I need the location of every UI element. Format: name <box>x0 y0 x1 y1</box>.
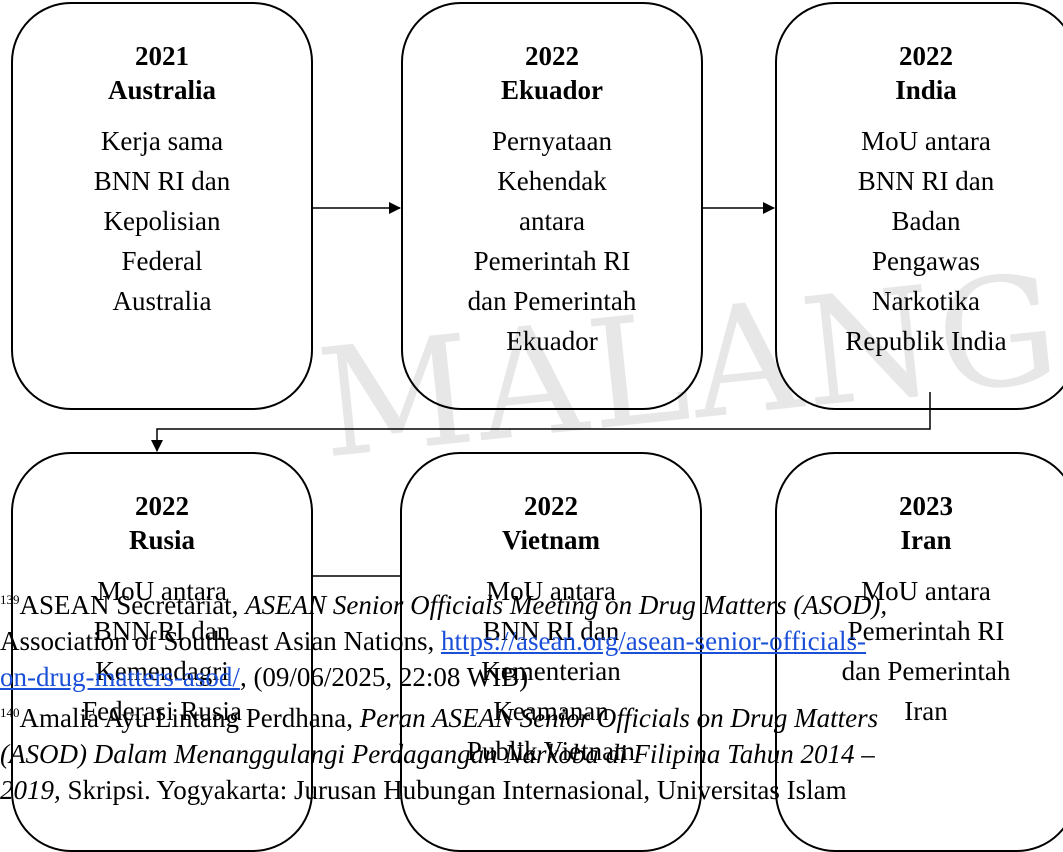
box-description: Pernyataan Kehendak antara Pemerintah RI… <box>403 121 701 361</box>
desc-line: BNN RI dan <box>93 616 231 646</box>
footnote-139: 139ASEAN Secretariat, ASEAN Senior Offic… <box>0 582 1063 623</box>
footnote-link-continued[interactable]: on-drug-matters-asod/ <box>0 662 240 692</box>
footnotes: 139ASEAN Secretariat, ASEAN Senior Offic… <box>0 582 1063 808</box>
footnote-title-end: 2019, <box>0 775 61 805</box>
desc-line: Badan <box>891 206 961 236</box>
box-2022-rusia: 2022 Rusia MoU antara BNN RI dan Kemenda… <box>11 452 313 852</box>
footnote-number: 140 <box>0 705 20 720</box>
footnote-139-line2: Association of Southeast Asian Nations, … <box>0 623 1063 659</box>
desc-line: Kemendagri <box>95 656 229 686</box>
box-description: MoU antara BNN RI dan Kemendagri Federas… <box>13 571 311 731</box>
footnote-140-line2: (ASOD) Dalam Menanggulangi Perdagangan N… <box>0 736 1063 772</box>
desc-line: Publik Vietnam <box>466 736 636 766</box>
box-description: Kerja sama BNN RI dan Kepolisian Federal… <box>13 121 311 321</box>
desc-line: Federal <box>121 246 203 276</box>
desc-line: Australia <box>112 286 212 316</box>
box-year: 2022 <box>524 491 578 521</box>
desc-line: Kehendak <box>497 166 607 196</box>
desc-line: Iran <box>904 696 948 726</box>
desc-line: Republik India <box>845 326 1007 356</box>
desc-line: antara <box>519 206 585 236</box>
box-year: 2022 <box>135 491 189 521</box>
box-description: MoU antara BNN RI dan Badan Pengawas Nar… <box>777 121 1063 361</box>
footnote-139-line3: on-drug-matters-asod/, (09/06/2025, 22:0… <box>0 659 1063 695</box>
desc-line: Pemerintah RI <box>473 246 631 276</box>
footnote-link[interactable]: https://asean.org/asean-senior-officials… <box>440 626 867 656</box>
footnote-author: ASEAN Secretariat, <box>19 590 246 620</box>
desc-line: Kementerian <box>481 656 621 686</box>
desc-line: dan Pemerintah <box>467 286 637 316</box>
desc-line: Kerja sama <box>100 126 224 156</box>
desc-line: MoU antara <box>861 576 991 606</box>
box-2022-vietnam: 2022 Vietnam MoU antara BNN RI dan Kemen… <box>400 452 702 852</box>
desc-line: dan Pemerintah <box>841 656 1011 686</box>
footnote-number: 139 <box>0 592 20 607</box>
desc-line: Pernyataan <box>492 126 612 156</box>
box-country: Australia <box>108 75 216 105</box>
desc-line: MoU antara <box>861 126 991 156</box>
desc-line: MoU antara <box>97 576 227 606</box>
desc-line: MoU antara <box>486 576 616 606</box>
box-year: 2022 <box>525 41 579 71</box>
desc-line: Federasi Rusia <box>82 696 242 726</box>
footnote-title: Peran ASEAN Senior Officials on Drug Mat… <box>359 703 879 733</box>
box-year: 2022 <box>899 41 953 71</box>
box-country: Iran <box>900 525 952 555</box>
footnote-title-continued: (ASOD) Dalam Menanggulangi Perdagangan N… <box>0 739 875 769</box>
footnote-140: 140Amalia Ayu Lintang Perdhana, Peran AS… <box>0 695 1063 736</box>
box-description: MoU antara BNN RI dan Kementerian Keaman… <box>402 571 700 771</box>
box-2021-australia: 2021 Australia Kerja sama BNN RI dan Kep… <box>11 2 313 410</box>
desc-line: Ekuador <box>506 326 598 356</box>
footnote-publisher: Association of Southeast Asian Nations, <box>0 626 441 656</box>
box-year: 2023 <box>899 491 953 521</box>
desc-line: Keamanan <box>493 696 609 726</box>
box-2022-ekuador: 2022 Ekuador Pernyataan Kehendak antara … <box>401 2 703 410</box>
box-description: MoU antara Pemerintah RI dan Pemerintah … <box>777 571 1063 731</box>
box-country: Ekuador <box>500 75 604 105</box>
box-country: Vietnam <box>502 525 600 555</box>
desc-line: BNN RI dan <box>93 166 231 196</box>
footnote-author: Amalia Ayu Lintang Perdhana, <box>19 703 360 733</box>
footnote-access-date: , (09/06/2025, 22:08 WIB) <box>239 662 529 692</box>
desc-line: Kepolisian <box>103 206 221 236</box>
box-country: India <box>895 75 957 105</box>
footnote-title: ASEAN Senior Officials Meeting on Drug M… <box>245 590 888 620</box>
box-year: 2021 <box>135 41 189 71</box>
desc-line: BNN RI dan <box>857 166 995 196</box>
desc-line: BNN RI dan <box>482 616 620 646</box>
footnote-140-line3: 2019, Skripsi. Yogyakarta: Jurusan Hubun… <box>0 772 1063 808</box>
desc-line: Pengawas <box>872 246 980 276</box>
footnote-publication: Skripsi. Yogyakarta: Jurusan Hubungan In… <box>60 775 847 805</box>
box-2023-iran: 2023 Iran MoU antara Pemerintah RI dan P… <box>775 452 1063 852</box>
desc-line: Narkotika <box>872 286 980 316</box>
box-2022-india: 2022 India MoU antara BNN RI dan Badan P… <box>775 2 1063 410</box>
box-country: Rusia <box>128 525 196 555</box>
desc-line: Pemerintah RI <box>847 616 1005 646</box>
